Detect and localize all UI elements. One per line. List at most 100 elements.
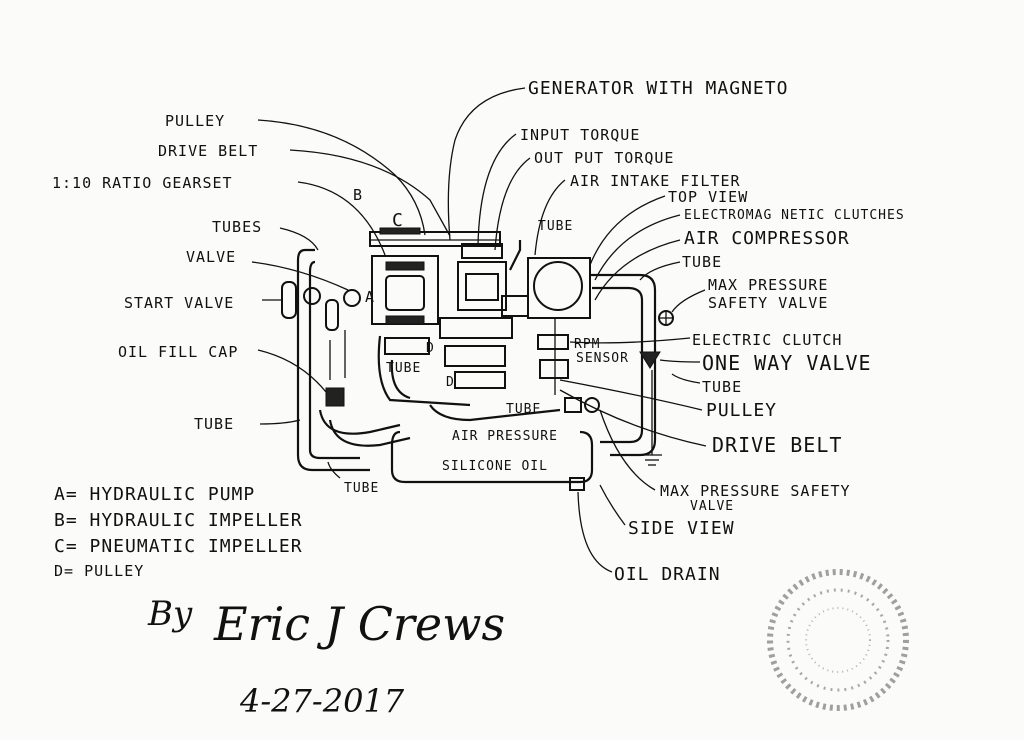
signature-by: By <box>147 594 193 634</box>
label-tube-top: TUBE <box>538 219 573 234</box>
signature-name: Eric J Crews <box>213 597 505 651</box>
generator-block <box>457 261 507 311</box>
label-silicone-oil: SILICONE OIL <box>442 459 548 474</box>
label-one-way-valve: ONE WAY VALVE <box>702 351 872 375</box>
label-pulley-right: PULLEY <box>706 400 777 421</box>
pulley-d-left <box>384 337 430 355</box>
impeller-middle <box>444 345 506 367</box>
leader-side-view <box>599 484 626 526</box>
label-electric-clutch: ELECTRIC CLUTCH <box>692 331 842 349</box>
leader-em-clutches <box>594 214 681 281</box>
leader-gearset <box>297 181 386 256</box>
top-belt-bar <box>369 231 501 247</box>
tube-inner-path-2 <box>390 359 411 400</box>
label-valve: VALVE <box>186 248 236 266</box>
leader-electric-clutch <box>569 337 691 344</box>
label-input-torque: INPUT TORQUE <box>520 126 640 144</box>
label-drive-belt-top: DRIVE BELT <box>158 142 258 160</box>
label-tube-inner: TUBE <box>506 402 541 417</box>
impeller-lower <box>454 371 506 389</box>
label-tube-oneway: TUBE <box>702 378 742 396</box>
start-valve-knob <box>303 287 321 305</box>
leader-max-pressure-1 <box>671 289 706 313</box>
label-d-marker-2: D <box>446 375 455 390</box>
leader-max-pressure-2 <box>599 409 656 491</box>
output-pulley <box>461 243 503 259</box>
label-c-marker: C <box>392 210 404 231</box>
leader-tube-oneway <box>671 373 701 384</box>
housing-left-inner <box>308 260 360 460</box>
safety-valve-lower <box>584 397 600 413</box>
leader-generator <box>447 87 526 241</box>
label-tube-bottom: TUBE <box>344 481 379 496</box>
leader-input-torque <box>477 133 517 246</box>
air-compressor-rotor <box>533 261 583 311</box>
label-top-view: TOP VIEW <box>668 188 748 206</box>
oil-fill-cap-block <box>325 387 345 407</box>
label-oil-drain: OIL DRAIN <box>614 564 721 585</box>
label-valve-2: VALVE <box>690 499 734 514</box>
tube-left-path <box>318 409 401 435</box>
label-drive-belt-right: DRIVE BELT <box>712 433 842 457</box>
leader-drive-belt-top <box>289 149 451 237</box>
leader-tube-left <box>259 419 301 425</box>
leader-air-compressor <box>594 239 681 301</box>
label-a-marker: A <box>365 288 375 306</box>
leader-one-way <box>659 359 701 363</box>
gear-top <box>385 261 425 271</box>
valve-knob <box>343 289 361 307</box>
seal-stamp <box>767 569 909 711</box>
impeller-upper <box>439 317 513 339</box>
label-start-valve: START VALVE <box>124 294 234 312</box>
start-valve-body <box>281 281 297 319</box>
leader-valve <box>251 261 349 291</box>
leader-oil-drain <box>577 491 613 573</box>
leader-pulley-top <box>257 119 426 236</box>
leader-oil-fill-cap <box>257 349 327 393</box>
label-oil-fill-cap: OIL FILL CAP <box>118 343 238 361</box>
label-tube-center: TUBE <box>386 361 421 376</box>
leader-tubes <box>279 227 319 251</box>
leader-pulley-right <box>559 379 703 411</box>
label-d-marker-1: D <box>426 341 435 356</box>
housing-right-inner <box>592 286 644 444</box>
one-way-valve-symbol <box>639 351 661 369</box>
tube-top-path <box>509 240 522 271</box>
leader-top-view <box>589 195 666 266</box>
labels: GENERATOR WITH MAGNETO PULLEY DRIVE BELT… <box>52 78 904 585</box>
label-air-compressor: AIR COMPRESSOR <box>684 228 850 249</box>
leader-tube-right <box>639 261 681 281</box>
leader-tube-bottom <box>327 461 341 479</box>
leader-lines <box>251 87 707 573</box>
leader-drive-belt-right <box>559 389 707 447</box>
signature-date: 4-27-2017 <box>239 682 405 720</box>
rpm-sensor-block <box>539 359 569 379</box>
seal-core <box>805 607 871 673</box>
machine-drawing <box>281 227 674 491</box>
tube-inner-path <box>377 335 471 407</box>
valve-body <box>325 299 339 331</box>
legend-item-d: D= PULLEY <box>54 562 144 580</box>
legend-item-a: A= HYDRAULIC PUMP <box>54 484 255 505</box>
housing-right-wall <box>590 273 657 457</box>
label-generator: GENERATOR WITH MAGNETO <box>528 78 788 99</box>
label-b-marker: B <box>353 186 363 204</box>
legend-item-b: B= HYDRAULIC IMPELLER <box>54 510 303 531</box>
housing-left-wall <box>296 248 370 472</box>
safety-valve-lower-block <box>564 397 582 413</box>
label-safety-valve-1: SAFETY VALVE <box>708 294 828 312</box>
label-side-view: SIDE VIEW <box>628 518 735 539</box>
seal-outer-ring <box>767 569 909 711</box>
label-gearset: 1:10 RATIO GEARSET <box>52 174 233 192</box>
tube-pressure-path <box>429 404 561 422</box>
oil-drain-plug <box>569 477 585 491</box>
pulley-top-block <box>379 227 421 235</box>
tube-left-path-2 <box>328 419 411 447</box>
gear-bottom <box>385 315 425 325</box>
seal-inner-ring <box>786 588 890 692</box>
electric-clutch-block <box>537 334 569 350</box>
label-tube-left: TUBE <box>194 415 234 433</box>
label-air-intake: AIR INTAKE FILTER <box>570 172 741 190</box>
label-max-pressure-1: MAX PRESSURE <box>708 276 828 294</box>
